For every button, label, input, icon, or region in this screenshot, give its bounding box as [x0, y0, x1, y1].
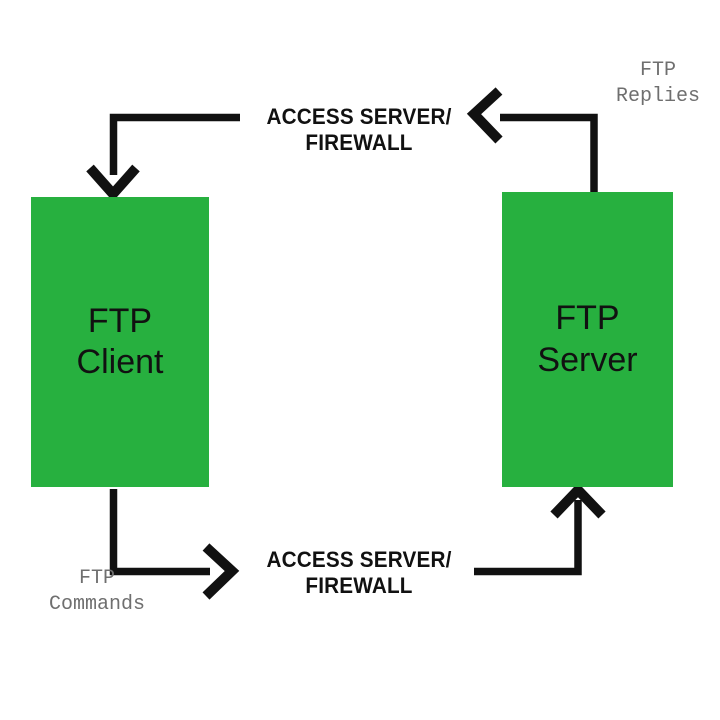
arrow-right-icon: [202, 543, 240, 600]
arrow-up-icon: [550, 482, 606, 519]
arrow-left-icon: [466, 87, 503, 144]
ftp-server-label: FTP Server: [537, 299, 638, 379]
replies-connector: [466, 87, 598, 196]
ftp-client-label: FTP Client: [76, 301, 164, 381]
ftp-server-node[interactable]: FTP Server: [502, 192, 673, 487]
access-server-firewall-label-top: ACCESS SERVER/ FIREWALL: [266, 104, 452, 156]
arrow-down-icon: [86, 164, 140, 202]
ftp-commands-label: FTP Commands: [48, 567, 145, 617]
replies-connector-left: [86, 113, 240, 202]
ftp-replies-label: FTP Replies: [615, 59, 700, 109]
ftp-client-node[interactable]: FTP Client: [31, 197, 209, 487]
commands-connector-right: [474, 482, 606, 576]
access-server-firewall-label-bottom: ACCESS SERVER/ FIREWALL: [266, 547, 452, 599]
